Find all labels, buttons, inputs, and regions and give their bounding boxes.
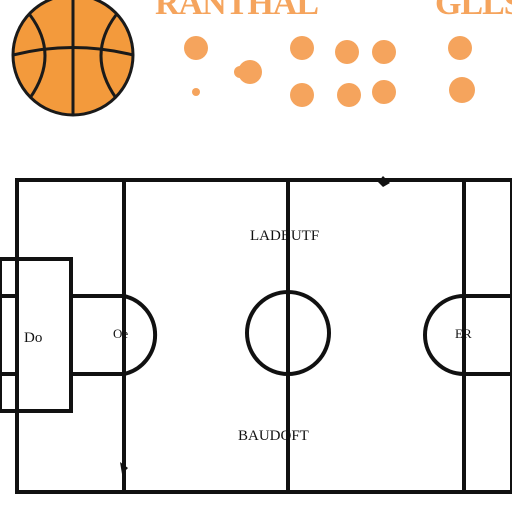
center-circle	[245, 290, 331, 376]
left-key-arc	[71, 294, 158, 376]
left-lane	[0, 257, 73, 413]
decorative-dots	[184, 36, 475, 107]
court-label-top: LADBUTF	[250, 228, 319, 244]
left-key-text: Oe	[113, 326, 128, 341]
header-title-left: RANTHAL	[155, 0, 318, 22]
court-outline	[15, 178, 512, 494]
top-marker	[378, 176, 390, 187]
court-label-bottom: BAUDOFT	[238, 428, 309, 444]
basketball-icon	[11, 0, 135, 117]
right-key-text: ER	[455, 326, 472, 341]
left-basket-text: Do	[24, 330, 42, 346]
bottom-marker	[120, 462, 128, 474]
right-key-arc	[423, 294, 512, 376]
court-lines	[0, 178, 512, 494]
header-title-right: GLLS	[435, 0, 512, 22]
left-box	[0, 294, 19, 376]
